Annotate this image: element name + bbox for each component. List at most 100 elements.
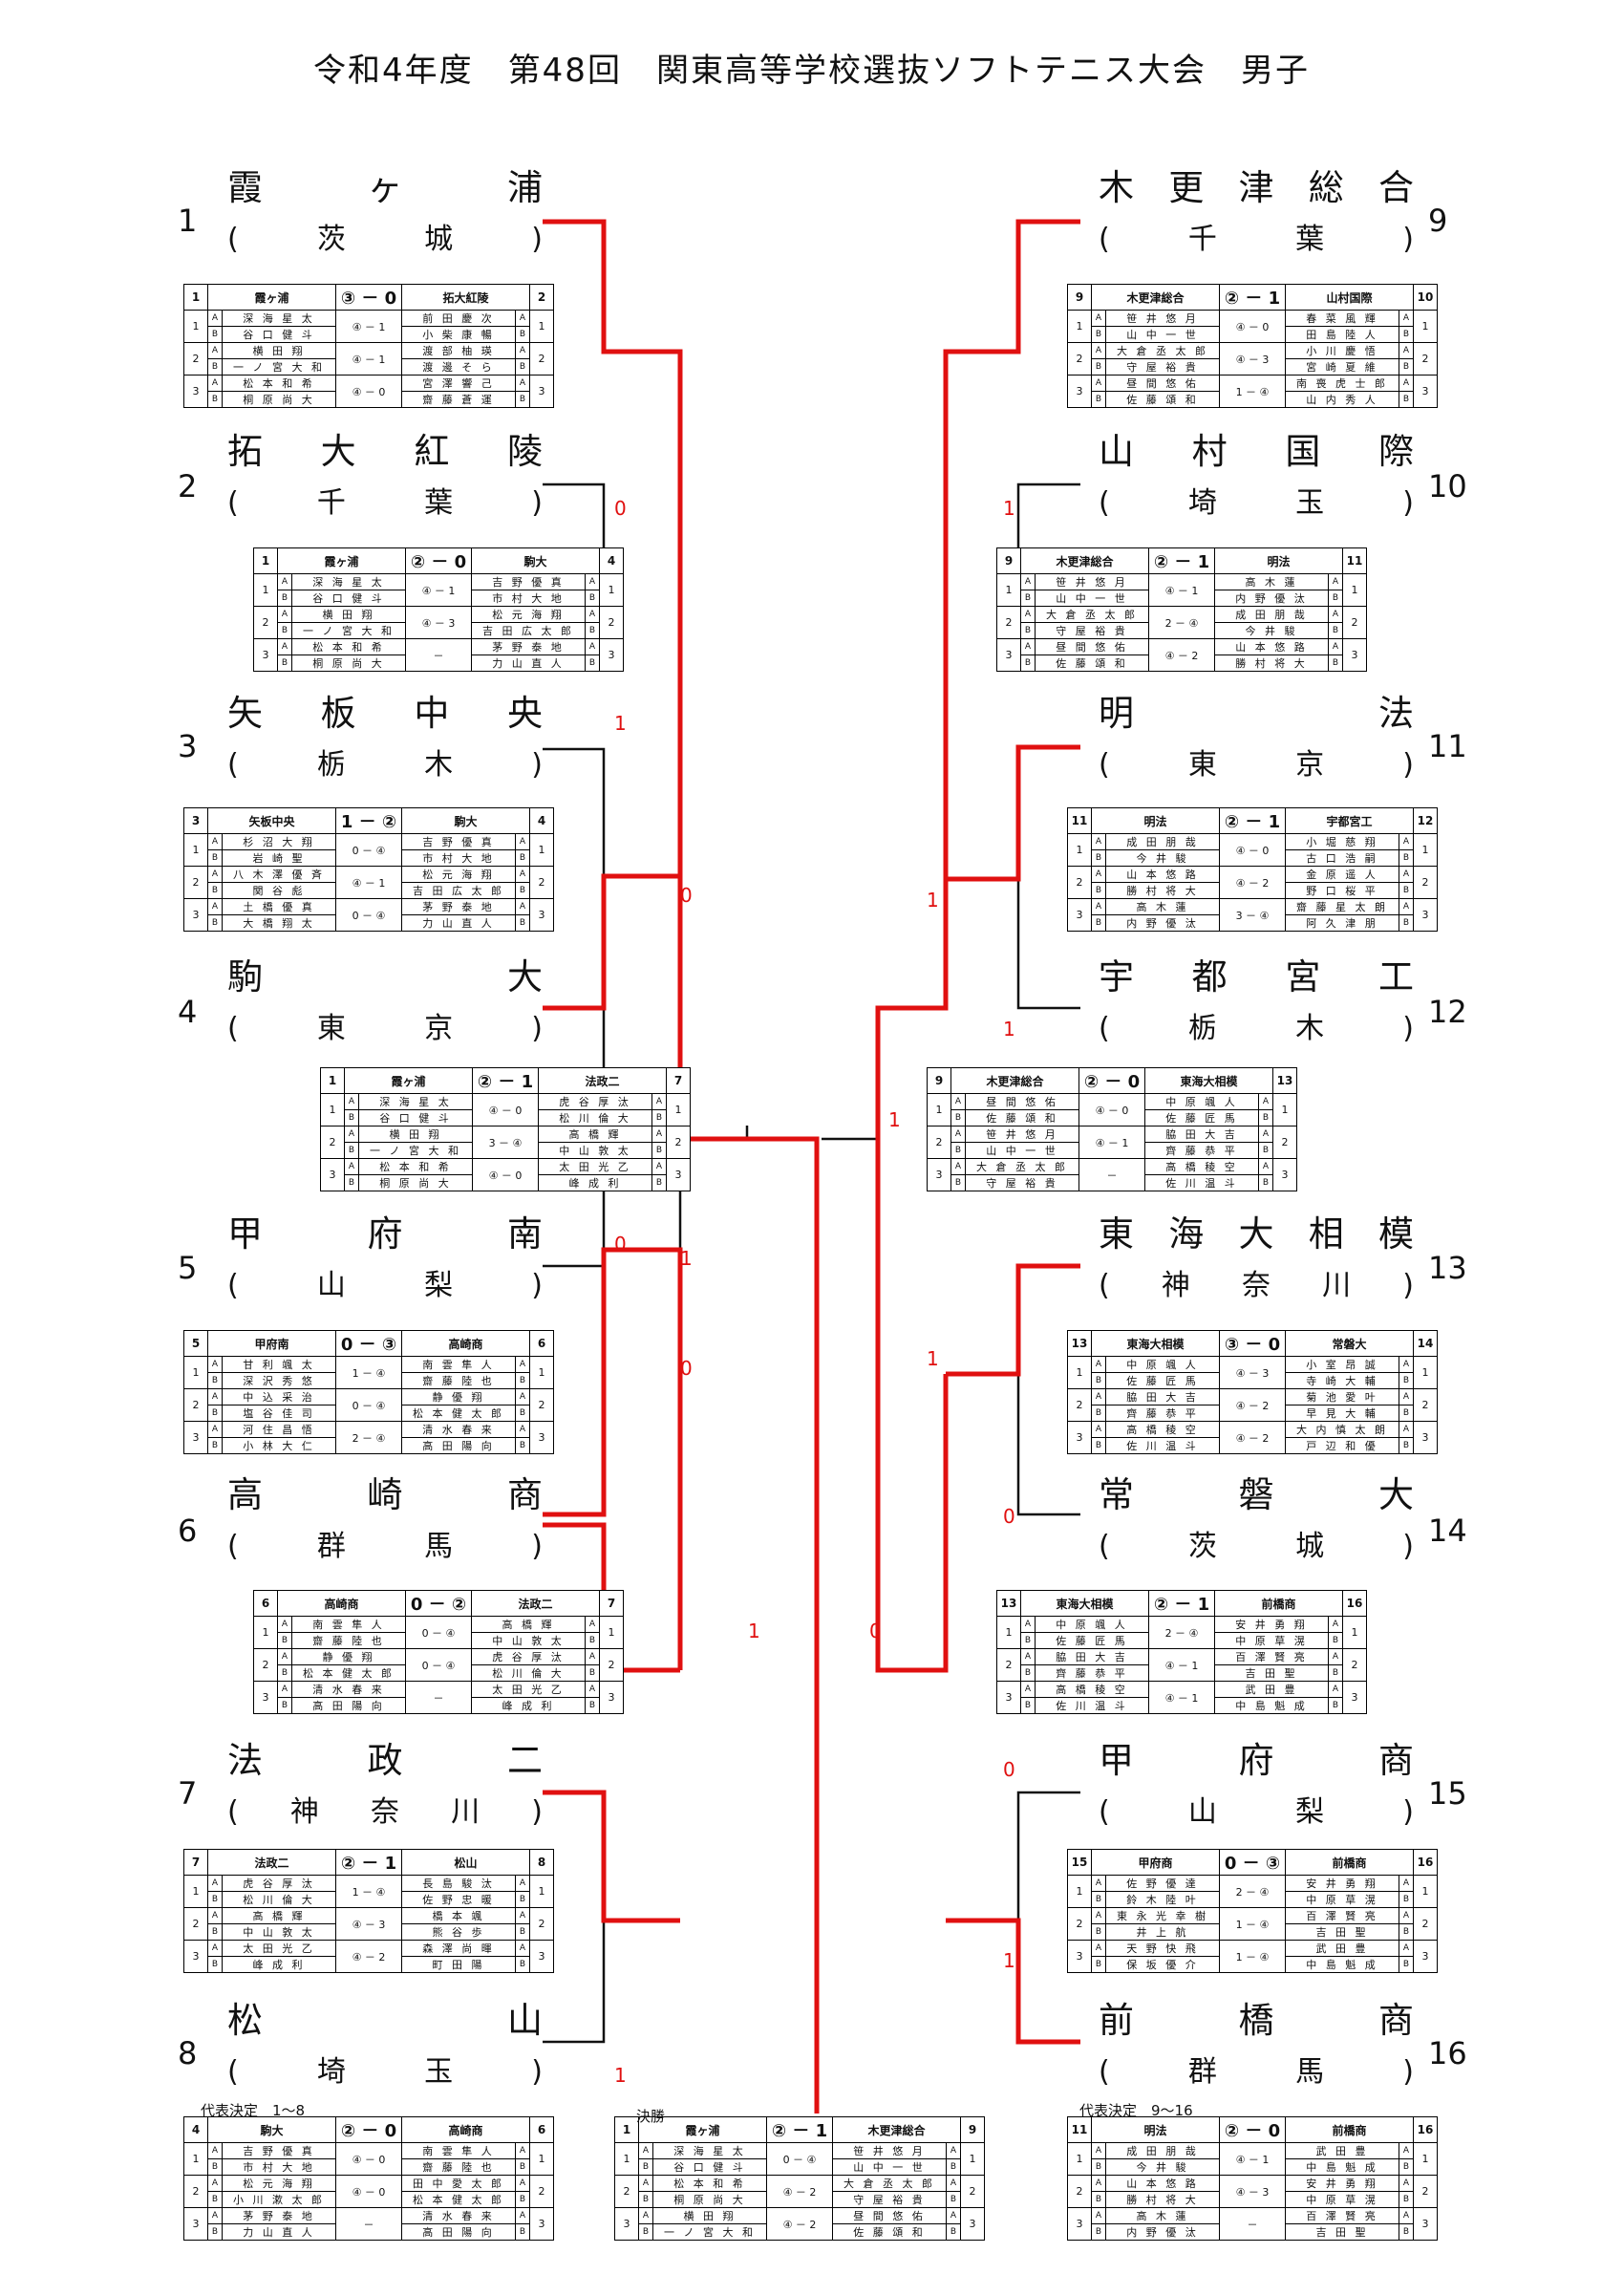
team-prefecture: (神奈川) (227, 1795, 543, 1829)
seed-number: 1 (178, 203, 198, 239)
seed-number: 12 (1428, 994, 1467, 1030)
caption-representative-1-8: 代表決定 1～8 (201, 2102, 306, 2119)
team-name: 東海大相模 (1099, 1213, 1414, 1255)
team-prefecture: (山梨) (227, 1269, 543, 1302)
team-prefecture: (千葉) (1099, 223, 1414, 256)
seed-number: 10 (1428, 468, 1467, 504)
bracket-score: 0 (680, 1357, 693, 1380)
seed-number: 16 (1428, 2035, 1467, 2071)
team-name: 常磐大 (1099, 1474, 1414, 1515)
team-name: 明法 (1099, 693, 1414, 734)
team-label-4: 駒大 (東京) (227, 954, 543, 1053)
bracket-score: 0 (614, 497, 627, 520)
bracket-score: 0 (680, 884, 693, 907)
team-label-2: 拓大紅陵 (千葉) (227, 428, 543, 527)
team-prefecture: (千葉) (227, 486, 543, 520)
caption-representative-9-16: 代表決定 9～16 (1079, 2102, 1193, 2119)
team-label-3: 矢板中央 (栃木) (227, 690, 543, 789)
team-name: 法政二 (227, 1740, 543, 1781)
team-name: 拓大紅陵 (227, 431, 543, 472)
caption-final: 決勝 (636, 2108, 666, 2125)
bracket-score: 1 (1003, 497, 1015, 520)
team-prefecture: (栃木) (227, 748, 543, 782)
team-name: 矢板中央 (227, 693, 543, 734)
team-name: 霞ヶ浦 (227, 167, 543, 208)
team-name: 山村国際 (1099, 431, 1414, 472)
bracket-score: 1 (1003, 1949, 1015, 1972)
seed-number: 8 (178, 2035, 198, 2071)
team-label-11: 明法 (東京) (1099, 690, 1414, 789)
bracket-score: 1 (927, 889, 939, 912)
team-label-7: 法政二 (神奈川) (227, 1737, 543, 1836)
team-label-13: 東海大相模 (神奈川) (1099, 1211, 1414, 1310)
team-prefecture: (神奈川) (1099, 1269, 1414, 1302)
seed-number: 5 (178, 1250, 198, 1286)
team-name: 高崎商 (227, 1474, 543, 1515)
team-name: 駒大 (227, 956, 543, 998)
team-prefecture: (茨城) (1099, 1530, 1414, 1563)
team-name: 甲府南 (227, 1213, 543, 1255)
seed-number: 9 (1428, 203, 1448, 239)
team-prefecture: (群馬) (227, 1530, 543, 1563)
team-label-10: 山村国際 (埼玉) (1099, 428, 1414, 527)
team-prefecture: (群馬) (1099, 2055, 1414, 2089)
team-label-16: 前橋商 (群馬) (1099, 1997, 1414, 2096)
seed-number: 7 (178, 1775, 198, 1812)
bracket-score: 1 (748, 1620, 760, 1642)
team-label-1: 霞ヶ浦 (茨城) (227, 164, 543, 264)
bracket-score: 1 (1003, 1018, 1015, 1041)
team-prefecture: (埼玉) (227, 2055, 543, 2089)
team-prefecture: (東京) (227, 1012, 543, 1045)
bracket-score: 1 (927, 1347, 939, 1370)
team-label-14: 常磐大 (茨城) (1099, 1471, 1414, 1571)
seed-number: 4 (178, 994, 198, 1030)
page-title: 令和4年度 第48回 関東高等学校選抜ソフトテニス大会 男子 (313, 52, 1310, 90)
team-label-6: 高崎商 (群馬) (227, 1471, 543, 1571)
bracket-score: 1 (888, 1108, 901, 1131)
bracket-score: 0 (869, 1620, 882, 1642)
team-label-12: 宇都宮工 (栃木) (1099, 954, 1414, 1053)
seed-number: 3 (178, 728, 198, 764)
seed-number: 14 (1428, 1513, 1467, 1549)
seed-number: 2 (178, 468, 198, 504)
bracket-score: 0 (1003, 1505, 1015, 1528)
team-name: 甲府商 (1099, 1740, 1414, 1781)
bracket-score: 0 (614, 1233, 627, 1255)
team-label-15: 甲府商 (山梨) (1099, 1737, 1414, 1836)
bracket-score: 1 (614, 712, 627, 735)
bracket-score: 1 (680, 1247, 693, 1270)
team-name: 松山 (227, 2000, 543, 2041)
seed-number: 11 (1428, 728, 1467, 764)
team-prefecture: (茨城) (227, 223, 543, 256)
team-prefecture: (山梨) (1099, 1795, 1414, 1829)
team-label-8: 松山 (埼玉) (227, 1997, 543, 2096)
team-prefecture: (栃木) (1099, 1012, 1414, 1045)
team-name: 木更津総合 (1099, 167, 1414, 208)
team-prefecture: (東京) (1099, 748, 1414, 782)
team-prefecture: (埼玉) (1099, 486, 1414, 520)
team-label-5: 甲府南 (山梨) (227, 1211, 543, 1310)
seed-number: 15 (1428, 1775, 1467, 1812)
seed-number: 6 (178, 1513, 198, 1549)
team-name: 宇都宮工 (1099, 956, 1414, 998)
seed-number: 13 (1428, 1250, 1467, 1286)
team-name: 前橋商 (1099, 2000, 1414, 2041)
